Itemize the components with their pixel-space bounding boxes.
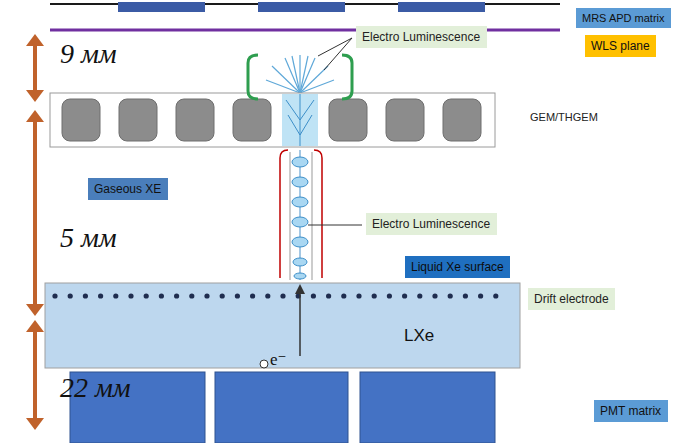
- callout-box: Electro Luminescence: [366, 213, 497, 235]
- legend-box: PMT matrix: [594, 400, 668, 422]
- leader-lines: [308, 38, 362, 225]
- wire-dot: [387, 293, 392, 298]
- pmt: [215, 372, 348, 443]
- wire-dot: [235, 293, 240, 298]
- wire-dot: [372, 293, 377, 298]
- wire-dot: [463, 293, 468, 298]
- wire-dot: [402, 293, 407, 298]
- electron: [260, 360, 268, 368]
- wire-dot: [83, 293, 88, 298]
- drift-electrode-wires: [52, 293, 498, 298]
- box-text: PMT matrix: [600, 404, 662, 418]
- wire-dot: [280, 293, 285, 298]
- wire-dot: [128, 293, 133, 298]
- wire-dot: [204, 293, 209, 298]
- box-text: Electro Luminescence: [362, 30, 481, 44]
- dimension-label: 5 мм: [60, 222, 117, 254]
- callout-box: Drift electrode: [528, 288, 615, 310]
- gem-plate: [50, 93, 495, 147]
- box-text: MRS APD matrix: [582, 12, 665, 24]
- pmt: [360, 372, 495, 443]
- apd-element: [258, 2, 345, 12]
- apd-element: [118, 2, 205, 12]
- channel-sparks: [286, 94, 314, 146]
- wire-dot: [478, 293, 483, 298]
- wire-dot: [220, 293, 225, 298]
- particle-label: e⁻: [270, 349, 287, 370]
- region-box: Liquid Xe surface: [405, 256, 510, 278]
- wire-dot: [265, 293, 270, 298]
- wire-dot: [417, 293, 422, 298]
- region-box: Gaseous XE: [88, 178, 168, 200]
- wire-dot: [52, 293, 57, 298]
- wire-dot: [341, 293, 346, 298]
- wire-dot: [68, 293, 73, 298]
- callout-box: Electro Luminescence: [356, 26, 487, 48]
- wire-dot: [356, 293, 361, 298]
- drift-channel: [280, 150, 322, 280]
- part-label: LXe: [404, 326, 434, 346]
- gem-channel: [282, 94, 318, 146]
- wire-dot: [159, 293, 164, 298]
- box-text: Liquid Xe surface: [411, 260, 504, 274]
- box-text: Electro Luminescence: [372, 217, 491, 231]
- dimension-label: 9 мм: [60, 38, 117, 70]
- bracket: [248, 55, 258, 99]
- wire-dot: [493, 293, 498, 298]
- box-text: WLS plane: [591, 39, 650, 53]
- wire-dot: [98, 293, 103, 298]
- electroluminescence-burst: [266, 55, 334, 93]
- bracket: [342, 55, 352, 99]
- legend-box: WLS plane: [585, 35, 656, 57]
- wire-dot: [144, 293, 149, 298]
- wire-dot: [113, 293, 118, 298]
- arrowhead: [295, 284, 305, 294]
- box-text: Drift electrode: [534, 292, 609, 306]
- wire-dot: [326, 293, 331, 298]
- dimension-label: 22 мм: [60, 372, 131, 404]
- wire-dot: [189, 293, 194, 298]
- box-text: Gaseous XE: [94, 182, 162, 196]
- electron-path: [299, 292, 301, 356]
- wire-dot: [432, 293, 437, 298]
- dimension-arrows: [26, 34, 44, 430]
- gem-holes: [62, 99, 481, 141]
- luminescence-blobs: [292, 157, 308, 279]
- apd-element: [398, 2, 485, 12]
- part-label: GEM/THGEM: [530, 111, 598, 123]
- wire-dot: [250, 293, 255, 298]
- wire-dot: [174, 293, 179, 298]
- wire-dot: [311, 293, 316, 298]
- wire-dot: [448, 293, 453, 298]
- legend-box: MRS APD matrix: [576, 8, 671, 28]
